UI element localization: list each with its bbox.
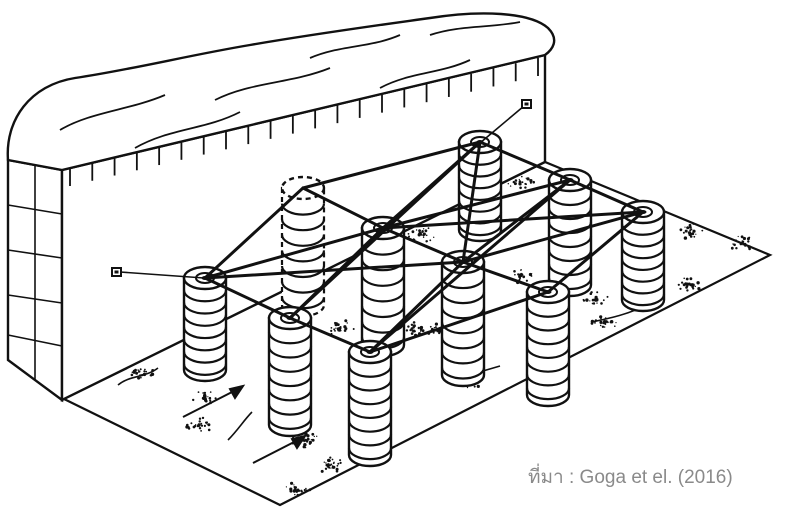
settlement-sensor-icon-inner [115, 271, 119, 274]
stone-column [269, 307, 311, 436]
source-caption: ที่มา : Goga et el. (2016) [528, 466, 793, 490]
stone-column [527, 281, 569, 406]
stone-column [349, 341, 391, 466]
settlement-sensor-icon-inner [525, 103, 529, 106]
stone-column [362, 217, 404, 356]
